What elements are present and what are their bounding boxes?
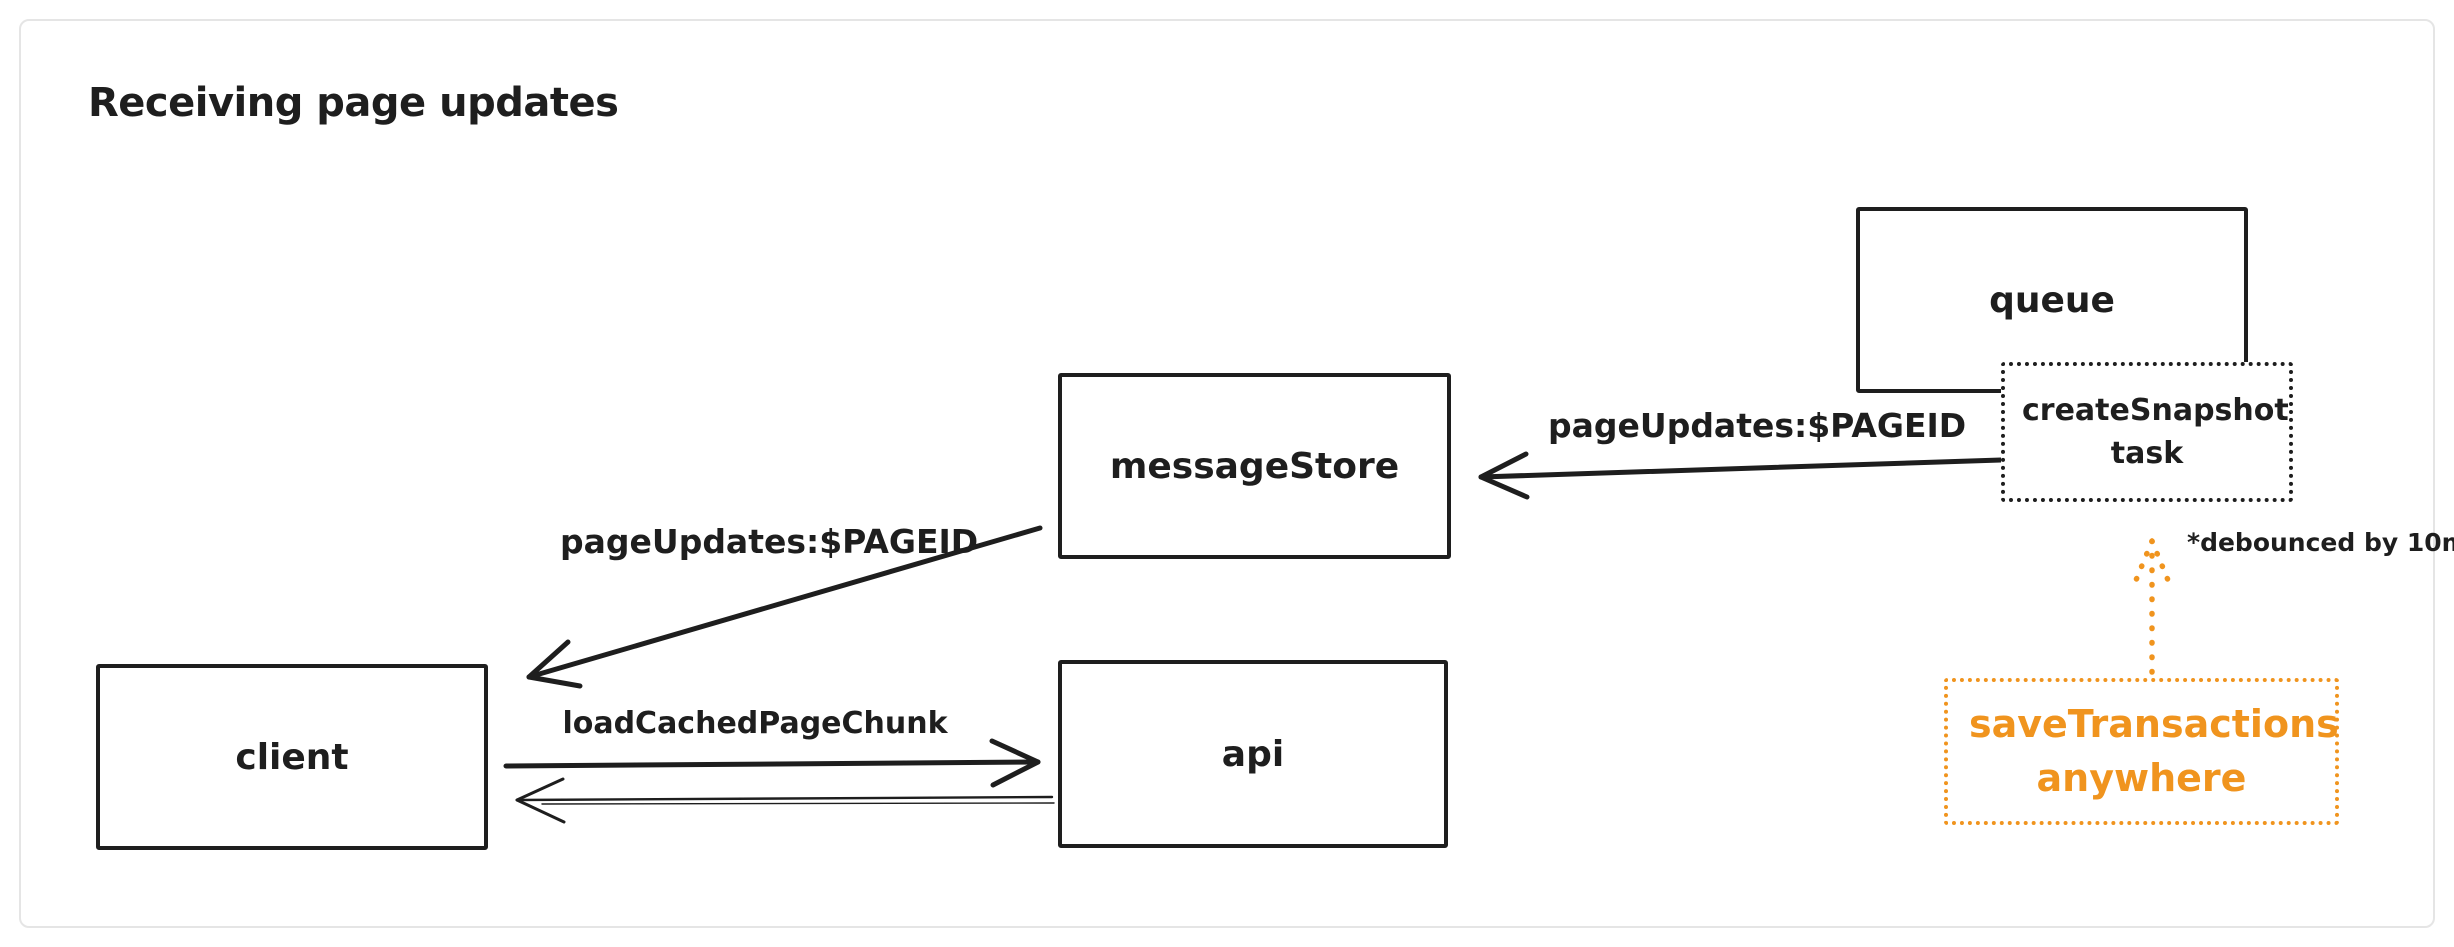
arrow-save-transactions-to-create-snapshot <box>2131 538 2173 675</box>
arrow-client-to-api <box>503 738 1041 788</box>
queue-label: queue <box>1989 279 2115 321</box>
client-box: client <box>96 664 488 850</box>
api-box: api <box>1058 660 1448 848</box>
arrow-message-store-to-client <box>526 525 1043 689</box>
create-snapshot-task-box: createSnapshot task <box>2001 362 2293 502</box>
save-transactions-box: saveTransactions anywhere <box>1944 678 2339 825</box>
save-transactions-label: saveTransactions anywhere <box>1969 702 2339 800</box>
message-store-box: messageStore <box>1058 373 1451 559</box>
edge-label-load-cached-page-chunk: loadCachedPageChunk <box>562 706 948 741</box>
edge-label-page-updates-left: pageUpdates:$PAGEID <box>560 522 979 561</box>
arrow-create-snapshot-to-message-store <box>1478 451 2004 500</box>
edge-label-page-updates-right: pageUpdates:$PAGEID <box>1548 406 1967 445</box>
message-store-label: messageStore <box>1109 445 1400 487</box>
diagram-title: Receiving page updates <box>88 80 619 126</box>
api-label: api <box>1221 733 1285 775</box>
debounce-annotation: *debounced by 10m <box>2187 528 2454 557</box>
create-snapshot-task-label: createSnapshot task <box>2022 392 2289 472</box>
client-label: client <box>235 736 349 778</box>
arrow-api-to-client <box>515 777 1055 824</box>
